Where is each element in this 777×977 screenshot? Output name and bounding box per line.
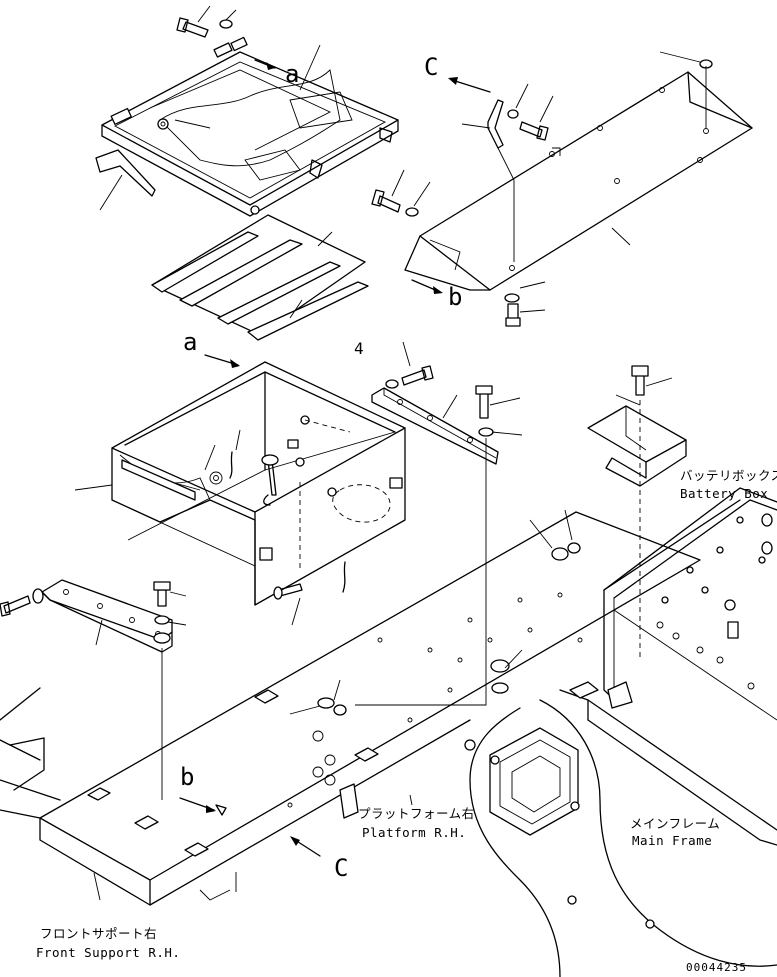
drawing-number: 00044235 xyxy=(686,961,747,974)
callout-a-top: a xyxy=(285,60,300,88)
box-side-bracket xyxy=(355,341,523,706)
front-support-rh xyxy=(0,687,61,819)
callout-b-lower: b xyxy=(180,763,195,791)
main-frame-label-en: Main Frame xyxy=(632,833,713,848)
battery-box xyxy=(74,354,406,626)
main-frame-label-jp: メインフレーム xyxy=(630,816,721,831)
callout-num-4: 4 xyxy=(354,339,364,358)
upper-right-bracket xyxy=(371,51,753,327)
platform-label-en: Platform R.H. xyxy=(362,825,467,840)
battery-box-label-jp: バッテリボックス xyxy=(680,468,777,483)
callout-a-left: a xyxy=(183,328,198,356)
main-frame xyxy=(464,681,777,977)
front-support-label-jp: フロントサポート右 xyxy=(40,926,158,941)
gusset-bracket xyxy=(587,365,687,660)
front-support-label-en: Front Support R.H. xyxy=(36,945,181,960)
callout-c-top: C xyxy=(424,53,439,81)
battery-box-right xyxy=(603,487,777,721)
platform-label-jp: プラットフォーム右 xyxy=(358,806,475,821)
callout-c-lower: C xyxy=(334,854,349,882)
callout-b-right: b xyxy=(448,283,463,311)
insulation-strips xyxy=(151,214,369,341)
battery-box-label-en: Battery Box xyxy=(680,486,769,501)
platform-rh xyxy=(39,509,701,906)
battery-box-cover xyxy=(95,5,399,217)
lower-left-bracket xyxy=(0,579,187,800)
